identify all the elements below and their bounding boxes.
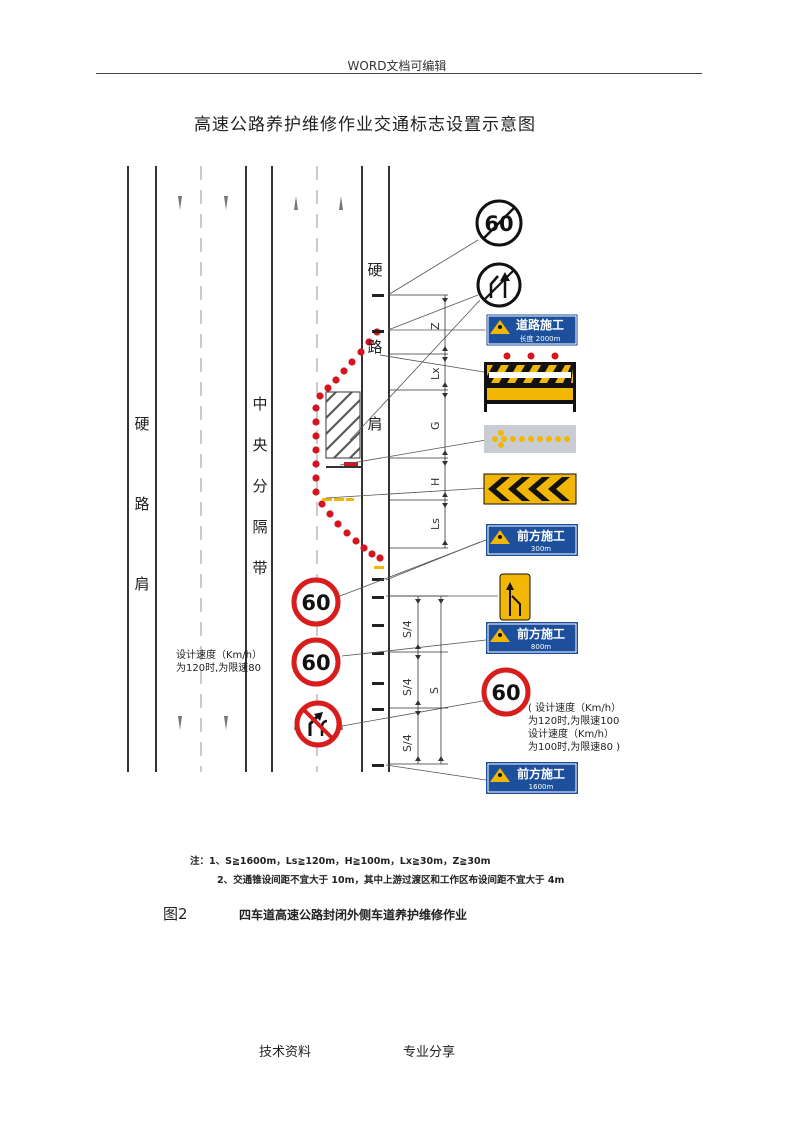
end-speed-limit-icon: 60	[475, 199, 523, 247]
right-shoulder-char: 路	[367, 338, 383, 356]
work-area	[322, 391, 384, 569]
ahead-work-300-sign: 前方施工 300m	[486, 524, 578, 556]
left-note-line2: 为120时,为限速80	[176, 663, 261, 674]
left-shoulder-label: 硬路肩	[133, 384, 151, 624]
footer-right: 专业分享	[403, 1045, 456, 1060]
dim-z: Z	[429, 322, 442, 330]
page-header: WORD文档可编辑	[347, 59, 447, 73]
dimension-labels: Z Lx G H Ls S/4 S/4 S S/4	[401, 322, 442, 752]
road-work-sign: 道路施工 长度 2000m	[485, 313, 579, 347]
speed-limit-upper-value: 60	[301, 591, 330, 615]
right-shoulder-char: 肩	[367, 415, 383, 433]
diagram-title: 高速公路养护维修作业交通标志设置示意图	[194, 115, 536, 135]
median-char: 中	[252, 395, 268, 413]
ahead-800-title: 前方施工	[517, 626, 565, 641]
dim-ls: Ls	[429, 518, 442, 530]
median-char: 央	[252, 436, 268, 454]
ahead-800-distance: 800m	[531, 643, 551, 651]
speed-limit-lower-icon: 60	[291, 637, 341, 687]
figure-label: 图2	[163, 905, 188, 923]
speed-limit-lower-value: 60	[301, 651, 330, 675]
note-1: 注：1、S≧1600m，Ls≧120m，H≧100m，Lx≧30m，Z≧30m	[190, 856, 491, 867]
right-note-line1: ( 设计速度（Km/h）	[528, 703, 622, 714]
road-lines	[127, 166, 390, 772]
right-note-line2: 为120时,为限速100	[528, 716, 620, 727]
note-2: 2、交通锥设间距不宜大于 10m，其中上游过渡区和工作区布设间距不宜大于 4m	[217, 875, 565, 886]
dimension-ticks	[415, 298, 448, 761]
ahead-1600-distance: 1600m	[529, 783, 554, 791]
dim-s: S	[428, 687, 441, 694]
dimension-lines	[388, 294, 448, 765]
dim-g: G	[429, 421, 442, 430]
barricade-icon	[484, 352, 576, 412]
right-speed-note: ( 设计速度（Km/h） 为120时,为限速100 设计速度（Km/h） 为10…	[528, 702, 621, 754]
footer-left: 技术资料	[259, 1045, 312, 1060]
median-label: 中央分隔带	[251, 384, 269, 589]
left-shoulder-char: 路	[134, 495, 150, 513]
lane-merge-icon	[499, 573, 531, 621]
left-speed-note: 设计速度（Km/h） 为120时,为限速80	[176, 649, 262, 675]
road-work-length: 长度 2000m	[520, 334, 561, 343]
no-overtaking-icon	[294, 700, 342, 748]
arrow-board-icon	[484, 425, 576, 453]
dim-s4-b: S/4	[401, 678, 414, 696]
header-rule	[96, 73, 702, 74]
left-shoulder-char: 硬	[134, 415, 150, 433]
leader-lines	[325, 239, 498, 781]
median-char: 带	[252, 559, 268, 577]
median-char: 隔	[252, 518, 268, 536]
ahead-300-title: 前方施工	[517, 528, 565, 543]
dim-s4-a: S/4	[401, 620, 414, 638]
right-note-line4: 为100时,为限速80 )	[528, 742, 621, 753]
left-note-line1: 设计速度（Km/h）	[176, 650, 263, 661]
right-shoulder-char: 硬	[367, 261, 383, 279]
right-note-line3: 设计速度（Km/h）	[528, 729, 615, 740]
ahead-300-distance: 300m	[531, 545, 551, 553]
speed-limit-right-icon: 60	[481, 667, 531, 717]
dim-s4-c: S/4	[401, 734, 414, 752]
ahead-work-1600-sign: 前方施工 1600m	[486, 762, 578, 794]
speed-limit-upper-icon: 60	[291, 577, 341, 627]
ahead-work-800-sign: 前方施工 800m	[486, 622, 578, 654]
traffic-cones	[312, 328, 384, 562]
left-shoulder-char: 肩	[134, 575, 150, 593]
speed-limit-right-value: 60	[491, 681, 520, 705]
right-shoulder-label: 硬路肩	[366, 232, 384, 463]
figure-caption: 四车道高速公路封闭外侧车道养护维修作业	[239, 908, 468, 922]
road-work-title: 道路施工	[516, 317, 564, 332]
ahead-1600-title: 前方施工	[517, 766, 565, 781]
dim-h: H	[429, 478, 442, 486]
dim-lx: Lx	[429, 367, 442, 380]
sign-posts	[372, 294, 384, 767]
chevron-sign-icon	[483, 473, 577, 505]
end-no-overtake-icon	[476, 262, 522, 308]
median-char: 分	[252, 477, 268, 495]
